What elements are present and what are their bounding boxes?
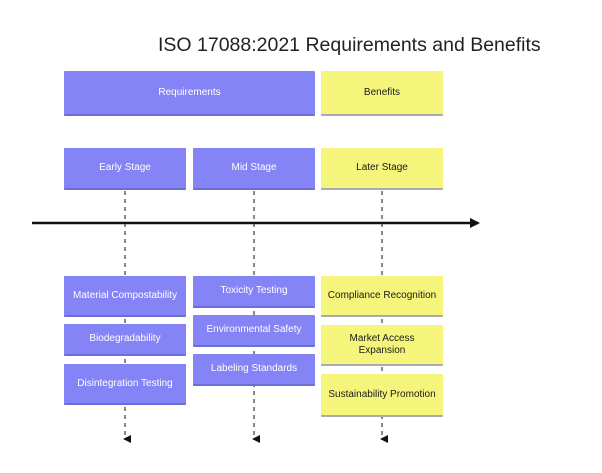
requirements-header: Requirements	[64, 71, 315, 116]
early-item-biodegradability: Biodegradability	[64, 324, 186, 356]
mid-item-environmental-safety: Environmental Safety	[193, 315, 315, 347]
later-stage-box: Later Stage	[321, 148, 443, 190]
later-item-compliance-recognition: Compliance Recognition	[321, 276, 443, 317]
mid-item-toxicity-testing: Toxicity Testing	[193, 276, 315, 308]
early-stage-box: Early Stage	[64, 148, 186, 190]
later-item-sustainability-promotion: Sustainability Promotion	[321, 374, 443, 417]
mid-item-labeling-standards: Labeling Standards	[193, 354, 315, 386]
early-item-material-compostability: Material Compostability	[64, 276, 186, 317]
diagram-title: ISO 17088:2021 Requirements and Benefits	[158, 34, 541, 56]
later-item-market-access-expansion: Market Access Expansion	[321, 325, 443, 366]
mid-stage-box: Mid Stage	[193, 148, 315, 190]
benefits-header: Benefits	[321, 71, 443, 116]
early-item-disintegration-testing: Disintegration Testing	[64, 364, 186, 405]
